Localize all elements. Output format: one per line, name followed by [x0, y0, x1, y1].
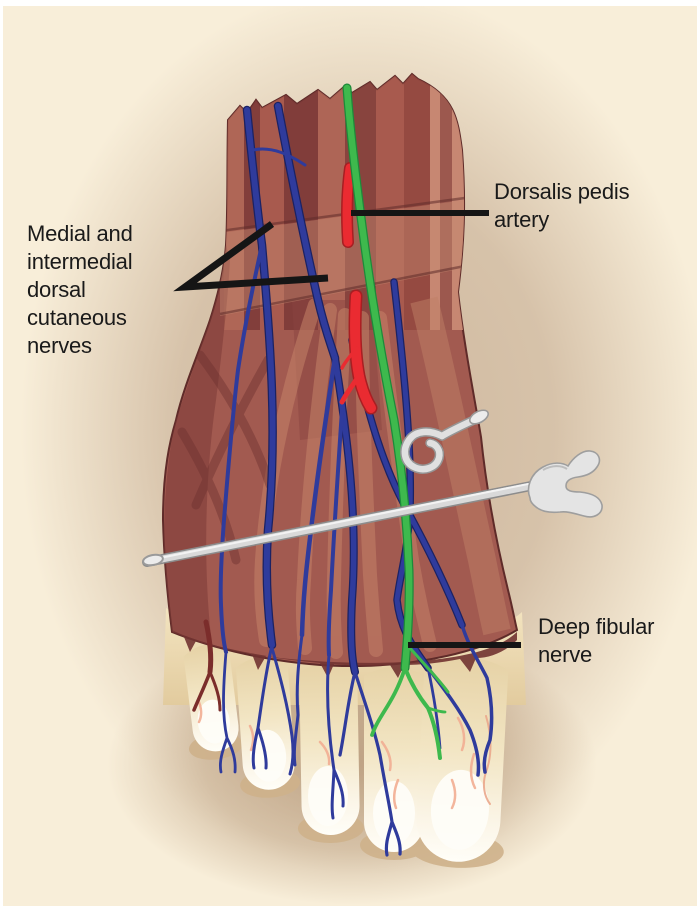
label-dorsalis-pedis-artery: Dorsalis pedis artery: [494, 179, 630, 232]
vein-medial-dorsal-cutaneous: [244, 107, 276, 648]
label-deep-fibular-nerve: Deep fibular nerve: [538, 614, 655, 667]
leader-lines: [173, 210, 521, 648]
muscle-lower-fringe: [172, 630, 517, 678]
extensor-retinaculum: [220, 200, 465, 316]
artery-dorsalis-pedis: [339, 162, 378, 415]
probe-instrument: [142, 450, 603, 567]
hook-instrument: [400, 409, 489, 474]
leader-medial-nerves: [173, 221, 329, 292]
vein-intermediate-dorsal-cutaneous: [275, 103, 338, 361]
toe-tip-highlights: [197, 699, 489, 850]
hook-pin-head: [469, 409, 489, 425]
probe-eyelet-tip: [142, 553, 164, 567]
lateral-vessel: [192, 619, 222, 712]
label-medial-intermedial-dorsal-cutaneous-nerves: Medial and intermedial dorsal cutaneous …: [27, 221, 133, 358]
nerve-deep-fibular: [342, 83, 450, 760]
